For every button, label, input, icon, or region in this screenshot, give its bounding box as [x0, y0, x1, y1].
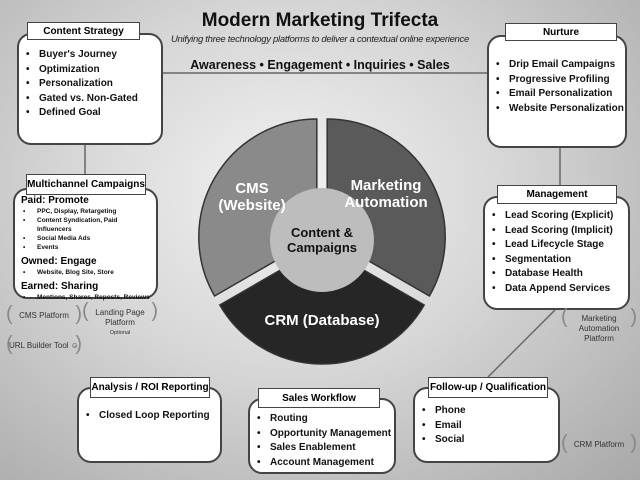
- crm-platform-label: CRM Platform: [561, 438, 637, 450]
- multichannel-title: Multichannel Campaigns: [26, 174, 146, 195]
- cms-label: CMS: [235, 180, 268, 197]
- list-item: Email Personalization: [489, 87, 625, 102]
- channel-list: PPC, Display, RetargetingContent Syndica…: [21, 207, 150, 252]
- list-item: Social: [415, 433, 558, 448]
- management-box: Lead Scoring (Explicit)Lead Scoring (Imp…: [483, 196, 630, 310]
- list-item: Gated vs. Non-Gated: [19, 92, 161, 107]
- list-item: Closed Loop Reporting: [79, 409, 220, 424]
- page-subtitle: Unifying three technology platforms to d…: [171, 34, 469, 45]
- followup-box: PhoneEmailSocial: [413, 387, 560, 463]
- followup-title: Follow-up / Qualification: [428, 377, 548, 398]
- channel-heading: Owned: Engage: [21, 256, 97, 267]
- list-item: Buyer's Journey: [19, 48, 161, 63]
- analysis-list: Closed Loop Reporting: [79, 409, 220, 424]
- list-item: Events: [21, 243, 150, 252]
- followup-list: PhoneEmailSocial: [415, 404, 558, 448]
- analysis-title: Analysis / ROI Reporting: [90, 377, 210, 398]
- nurture-box: Drip Email CampaignsProgressive Profilin…: [487, 35, 627, 148]
- channel-heading: Earned: Sharing: [21, 281, 99, 292]
- cms-label: (Website): [218, 197, 285, 214]
- management-title: Management: [497, 185, 617, 204]
- funnel-stages: Awareness • Engagement • Inquiries • Sal…: [190, 58, 450, 72]
- list-item: Routing: [250, 412, 394, 427]
- analysis-box: Closed Loop Reporting: [77, 387, 222, 463]
- connector-management-followup: [487, 309, 556, 378]
- list-item: Segmentation: [485, 253, 628, 268]
- sales-workflow-box: RoutingOpportunity ManagementSales Enabl…: [248, 398, 396, 474]
- list-item: Content Syndication, Paid Influencers: [21, 216, 150, 234]
- url-builder-label: URL Builder Tool ☺: [6, 339, 82, 351]
- list-item: Data Append Services: [485, 282, 628, 297]
- nurture-title: Nurture: [505, 23, 617, 41]
- list-item: Account Management: [250, 456, 394, 471]
- list-item: Sales Enablement: [250, 441, 394, 456]
- content-strategy-list: Buyer's JourneyOptimizationPersonalizati…: [19, 48, 161, 121]
- channel-heading: Paid: Promote: [21, 195, 89, 206]
- list-item: Opportunity Management: [250, 427, 394, 442]
- management-list: Lead Scoring (Explicit)Lead Scoring (Imp…: [485, 209, 628, 296]
- content-strategy-title: Content Strategy: [27, 22, 140, 40]
- landing-page-platform-label: Landing Page Platform: [95, 308, 145, 327]
- list-item: Website, Blog Site, Store: [21, 268, 150, 277]
- center-label: Content &: [291, 225, 353, 240]
- list-item: Defined Goal: [19, 106, 161, 121]
- list-item: Personalization: [19, 77, 161, 92]
- center-label: Campaigns: [287, 240, 357, 255]
- page-title: Modern Marketing Trifecta: [201, 10, 439, 31]
- center-circle: [270, 188, 374, 292]
- channel-list: Mentions, Shares, Reposts, Reviews: [21, 293, 150, 302]
- list-item: PPC, Display, Retargeting: [21, 207, 150, 216]
- sales-workflow-list: RoutingOpportunity ManagementSales Enabl…: [250, 412, 394, 470]
- list-item: Mentions, Shares, Reposts, Reviews: [21, 293, 150, 302]
- multichannel-box: Paid: PromotePPC, Display, RetargetingCo…: [13, 188, 158, 302]
- list-item: Email: [415, 419, 558, 434]
- marketing-automation-label: Marketing: [351, 177, 422, 194]
- ma-platform-label: Marketing Automation Platform: [561, 312, 637, 344]
- list-item: Social Media Ads: [21, 234, 150, 243]
- list-item: Lead Scoring (Implicit): [485, 224, 628, 239]
- cms-platform-label: CMS Platform: [6, 309, 82, 321]
- list-item: Drip Email Campaigns: [489, 58, 625, 73]
- channel-list: Website, Blog Site, Store: [21, 268, 150, 277]
- list-item: Progressive Profiling: [489, 73, 625, 88]
- list-item: Website Personalization: [489, 102, 625, 117]
- crm-label: CRM (Database): [264, 312, 379, 329]
- content-strategy-box: Buyer's JourneyOptimizationPersonalizati…: [17, 33, 163, 145]
- list-item: Lead Lifecycle Stage: [485, 238, 628, 253]
- list-item: Lead Scoring (Explicit): [485, 209, 628, 224]
- sales-workflow-title: Sales Workflow: [258, 388, 380, 408]
- nurture-list: Drip Email CampaignsProgressive Profilin…: [489, 58, 625, 116]
- list-item: Optimization: [19, 63, 161, 78]
- landing-page-optional-note: Optional: [109, 330, 131, 336]
- crm-wedge: [218, 245, 426, 365]
- marketing-automation-label: Automation: [344, 194, 427, 211]
- list-item: Phone: [415, 404, 558, 419]
- list-item: Database Health: [485, 267, 628, 282]
